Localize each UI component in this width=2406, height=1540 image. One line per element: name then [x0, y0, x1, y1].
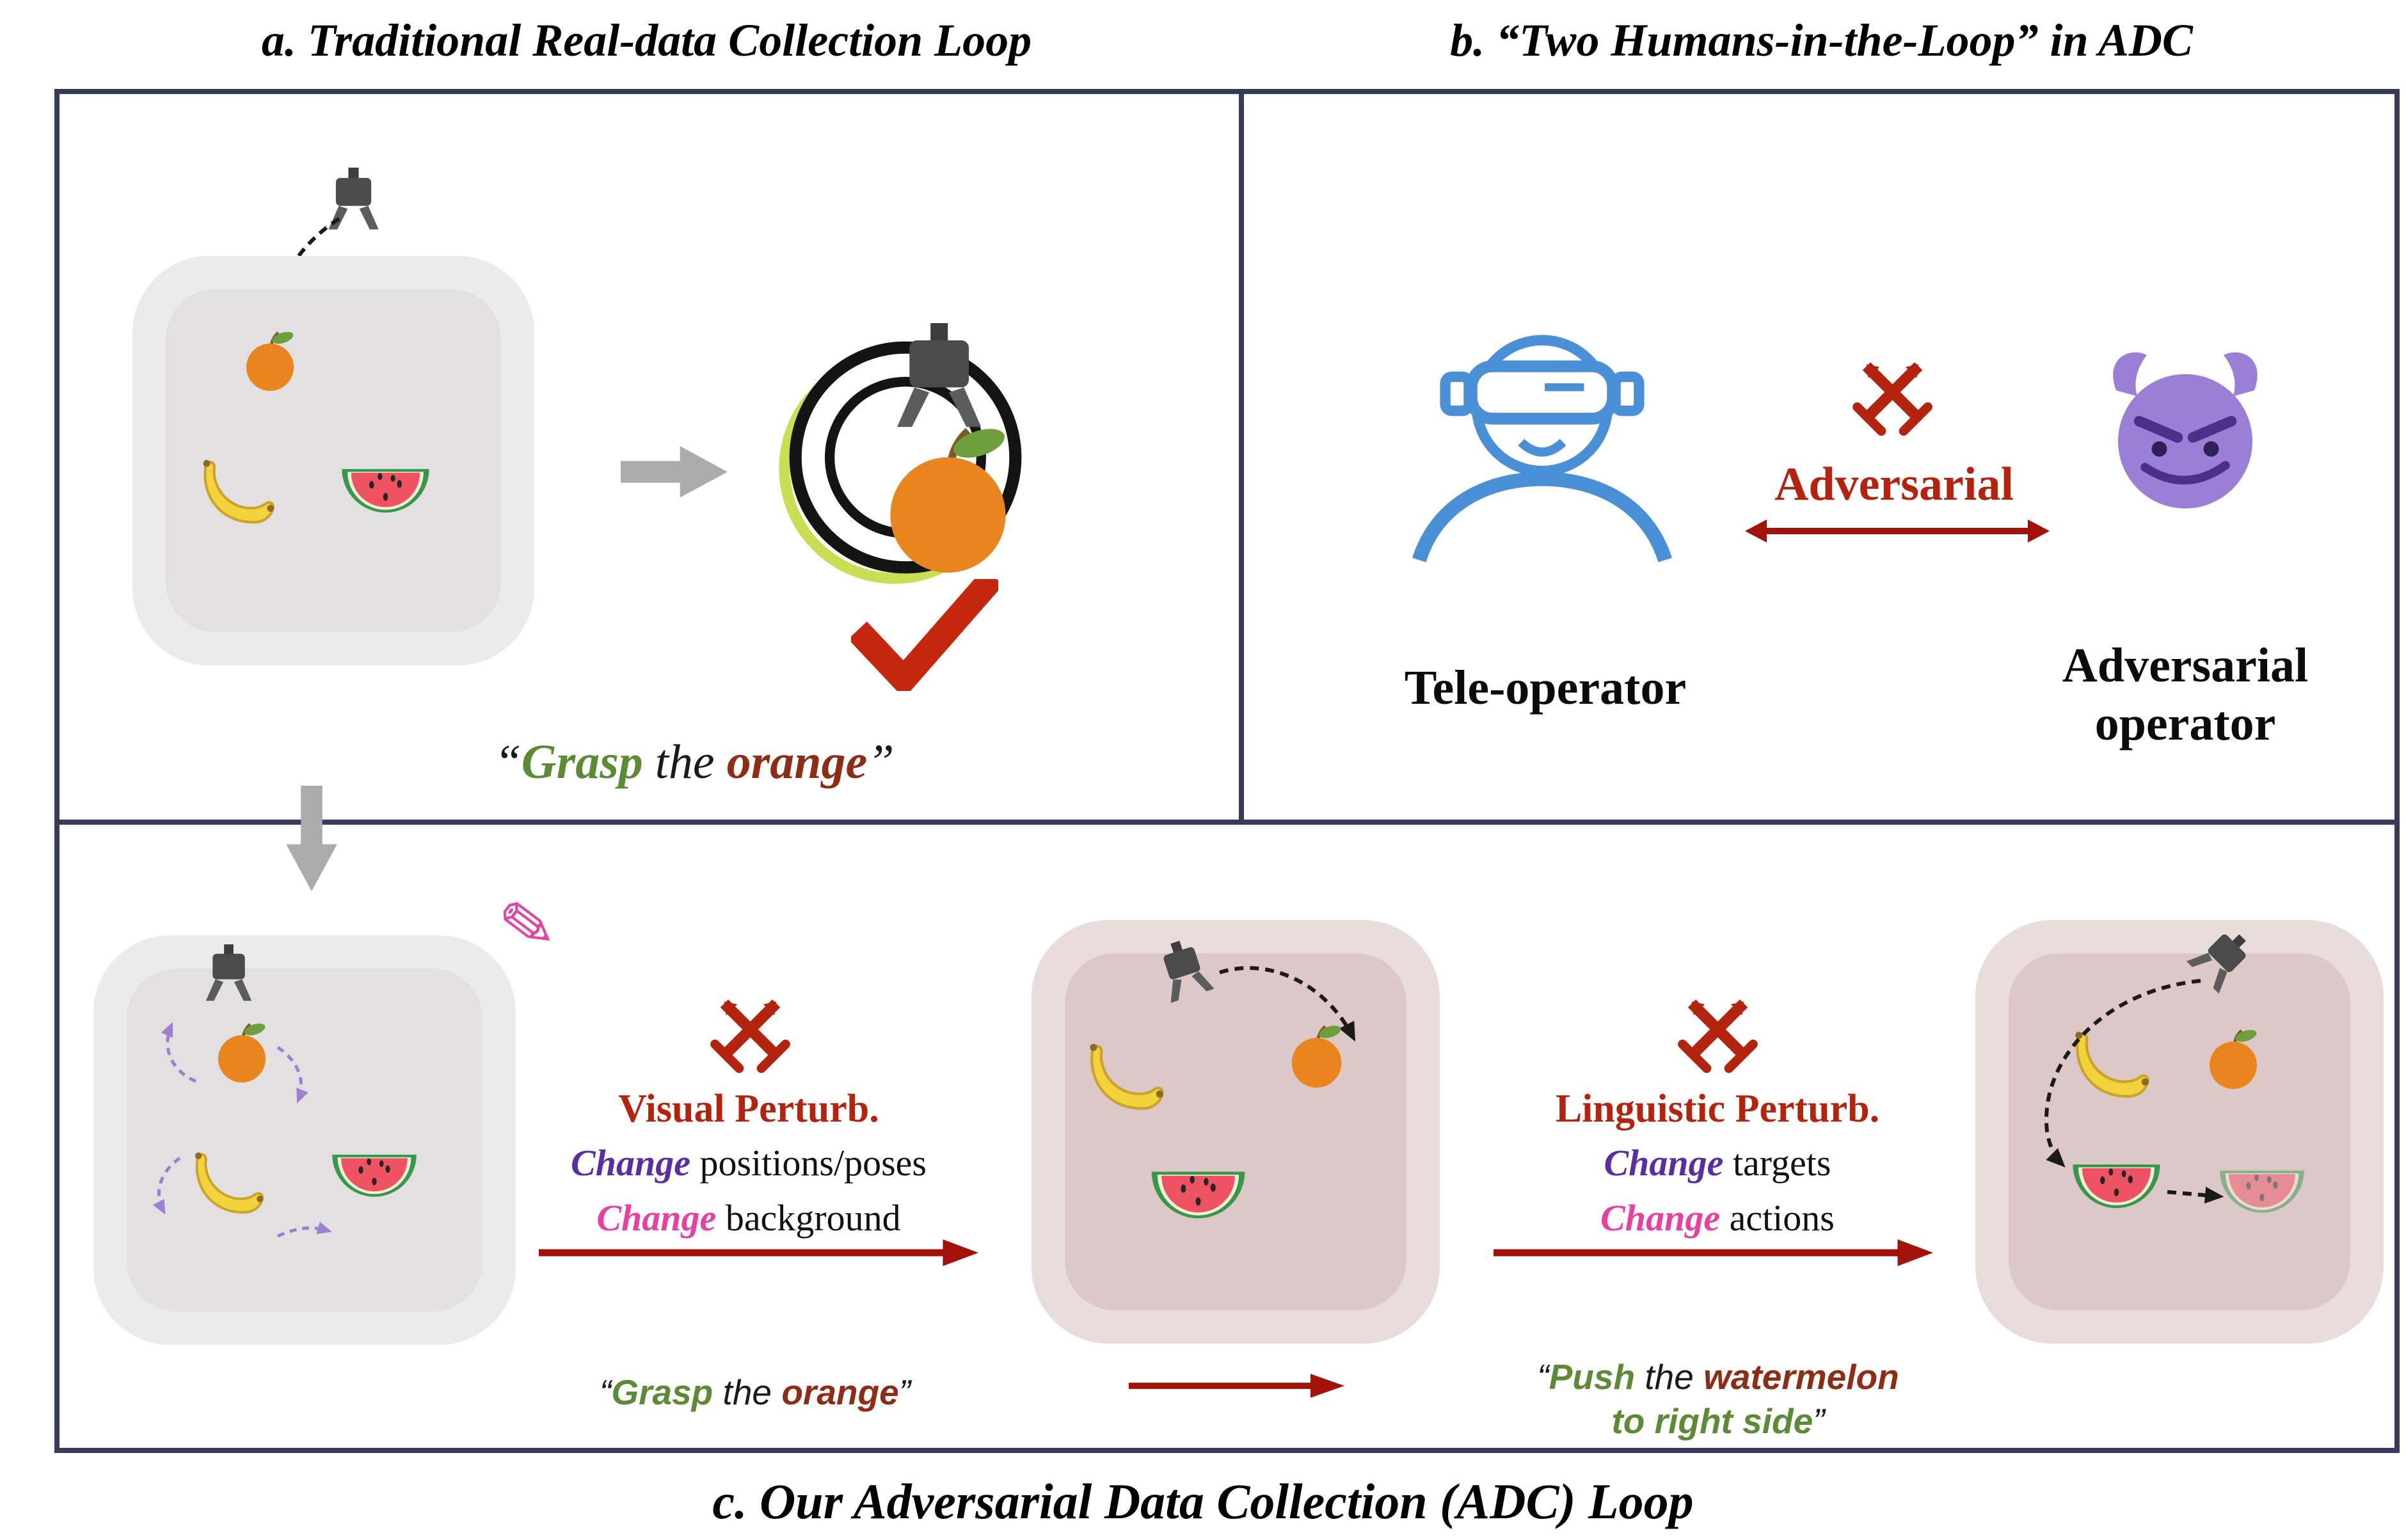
push-trajectory-arrows	[2044, 979, 2224, 1204]
figure-frame	[54, 89, 2400, 1453]
instruction-mid: the	[713, 1372, 782, 1412]
quote-open: “	[494, 735, 522, 789]
block-arrow-right-icon	[621, 446, 728, 498]
crossed-swords-icon	[1671, 990, 1764, 1083]
quote-close: ”	[867, 735, 895, 789]
adversarial-double-arrow	[1745, 520, 2050, 543]
tabletop-container-perturbed	[1032, 920, 1440, 1344]
linguistic-perturb-line2: Change actions	[1494, 1196, 1941, 1239]
panel-c-caption: c. Our Adversarial Data Collection (ADC)…	[712, 1473, 1694, 1529]
quote-open: “	[599, 1372, 612, 1412]
adversarial-label: Adversarial	[1774, 458, 2014, 511]
tabletop-surface	[166, 289, 501, 632]
adversarial-operator-line2: operator	[2094, 697, 2276, 751]
crossed-swords-icon	[704, 990, 797, 1083]
visual-perturb-line1: Change positions/poses	[525, 1141, 973, 1184]
perturb-arrow-right	[538, 1239, 979, 1266]
instruction-after-line1: “Push the watermelon	[1485, 1355, 1952, 1399]
perturb-arrow-right	[1493, 1239, 1934, 1266]
instruction-object: orange	[781, 1372, 899, 1412]
adversarial-operator-label: Adversarial operator	[1987, 637, 2384, 753]
visual-perturb-line2: Change background	[525, 1196, 973, 1239]
instruction-object: watermelon	[1703, 1357, 1899, 1397]
instruction-before: “Grasp the orange”	[550, 1370, 960, 1415]
tele-operator-label: Tele-operator	[1404, 661, 1687, 715]
banana-icon	[192, 448, 278, 534]
grasp-instruction: “Grasp the orange”	[224, 734, 1165, 790]
change-word: Change	[596, 1197, 717, 1239]
instruction-after: “Push the watermelon to right side”	[1485, 1355, 1952, 1443]
watermelon-icon	[339, 459, 432, 520]
orange-icon	[238, 328, 302, 392]
change-word: Change	[571, 1142, 690, 1184]
instruction-mid: the	[642, 735, 727, 789]
watermelon-icon	[1149, 1161, 1248, 1226]
orange-icon	[1283, 1021, 1350, 1088]
linguistic-perturb-line1: Change targets	[1494, 1141, 1941, 1184]
change-word: Change	[1604, 1142, 1724, 1184]
vr-teleoperator-icon	[1412, 335, 1672, 562]
adversarial-operator-line1: Adversarial	[2062, 639, 2309, 692]
instruction-after-line2: to right side”	[1485, 1399, 1952, 1443]
panel-a-title: a. Traditional Real-data Collection Loop	[261, 15, 1032, 66]
quote-close: ”	[1813, 1401, 1825, 1441]
success-checkmark-icon	[851, 579, 998, 691]
tabletop-surface	[127, 969, 482, 1312]
camera-lens-icon	[779, 323, 1022, 584]
banana-icon	[1078, 1031, 1168, 1121]
block-arrow-down-icon	[286, 786, 337, 891]
instruction-tail: to right side	[1611, 1401, 1813, 1441]
quote-close: ”	[898, 1372, 911, 1412]
instruction-mid: the	[1635, 1357, 1704, 1397]
instruction-verb: Push	[1549, 1357, 1636, 1397]
instruction-verb: Grasp	[611, 1372, 713, 1412]
tabletop-container-result	[1975, 920, 2384, 1344]
change-rest: background	[725, 1197, 901, 1239]
crossed-swords-icon	[1846, 353, 1939, 446]
perturb-motion-arrows	[152, 1022, 332, 1238]
divider-vertical	[1239, 89, 1244, 825]
quote-open: “	[1537, 1357, 1549, 1397]
tabletop-container	[93, 935, 516, 1345]
change-word: Change	[1600, 1197, 1721, 1239]
linguistic-perturb-title: Linguistic Perturb.	[1555, 1087, 1880, 1131]
divider-horizontal	[54, 820, 2400, 825]
panel-b-title: b. “Two Humans-in-the-Loop” in ADC	[1450, 15, 2193, 66]
change-rest: actions	[1729, 1197, 1835, 1239]
tabletop-container	[132, 256, 534, 665]
dashed-trajectory-arrow	[1219, 966, 1356, 1042]
change-rest: targets	[1732, 1142, 1831, 1184]
tabletop-surface	[2009, 953, 2350, 1310]
instruction-verb: Grasp	[521, 735, 643, 789]
devil-icon	[2113, 352, 2258, 509]
instruction-object: orange	[726, 735, 868, 789]
visual-perturb-title: Visual Perturb.	[618, 1087, 879, 1131]
change-rest: positions/poses	[699, 1142, 927, 1184]
tabletop-surface	[1065, 953, 1406, 1310]
loop-arrow-right	[1128, 1374, 1345, 1398]
